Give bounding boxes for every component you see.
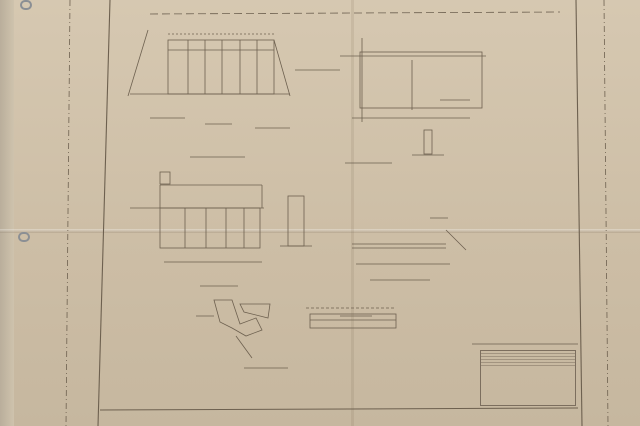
border-line-left-outer [65, 0, 71, 426]
wall-background [0, 0, 14, 426]
border-line-right-inner [575, 0, 583, 426]
view-top-right [295, 38, 486, 164]
border-line-right-outer [603, 0, 609, 426]
border-line-bottom [99, 407, 579, 411]
horizontal-fold-crease [0, 229, 640, 233]
vertical-fold-crease [351, 0, 354, 426]
title-block-row [481, 357, 575, 360]
title-block-row [481, 360, 575, 363]
view-bottom-left [196, 299, 288, 369]
border-line-left-inner [97, 0, 111, 426]
view-middle-left [130, 171, 264, 287]
view-bottom-right [306, 307, 397, 329]
view-middle-right [280, 195, 467, 281]
view-top-left [127, 29, 291, 158]
title-block [480, 350, 576, 406]
title-block-row [481, 354, 575, 357]
title-block-row [481, 363, 575, 366]
title-block-row [481, 351, 575, 354]
binder-clip-left [18, 232, 30, 242]
binder-clip-top [20, 0, 32, 10]
border-line-top [149, 11, 561, 15]
